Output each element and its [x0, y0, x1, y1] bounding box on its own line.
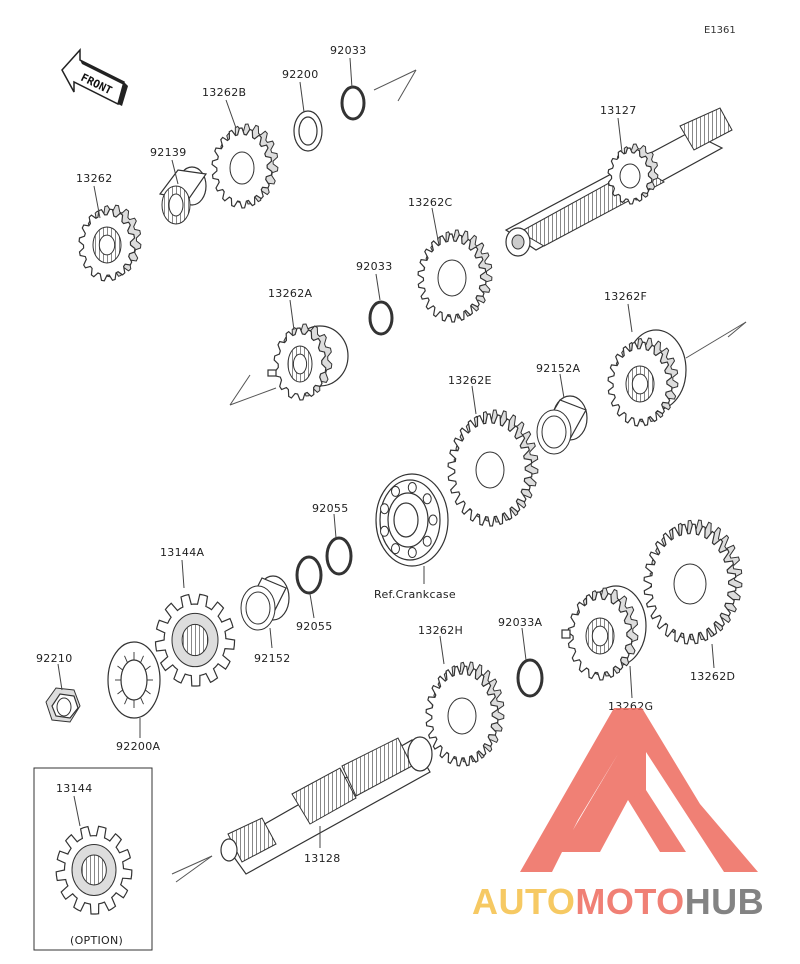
label-92139: 92139: [150, 146, 187, 159]
label-13262: 13262: [76, 172, 113, 185]
watermark-logo-icon: [520, 708, 758, 872]
label-13127: 13127: [600, 104, 637, 117]
gear-13262A: [267, 323, 349, 401]
watermark-word-hub: HUB: [685, 881, 765, 922]
label-13262E: 13262E: [448, 374, 492, 387]
watermark-text: AUTOMOTOHUB: [472, 881, 764, 922]
label-ref-crankcase: Ref.Crankcase: [374, 588, 456, 601]
label-92033-top: 92033: [330, 44, 367, 57]
washer-92200: [293, 110, 323, 152]
gear-13262H: [425, 661, 505, 767]
washer-92200A: [107, 641, 161, 719]
gear-13262B: [211, 123, 279, 209]
gear-13262: [78, 204, 142, 282]
label-13262D: 13262D: [690, 670, 735, 683]
label-13262F: 13262F: [604, 290, 647, 303]
circlip-92033A: [516, 658, 544, 698]
label-92152: 92152: [254, 652, 291, 665]
collar-92152: [240, 575, 290, 631]
oring-92055-b: [295, 555, 323, 595]
gear-13262G: [561, 585, 647, 681]
label-92055-a: 92055: [312, 502, 349, 515]
label-13262C: 13262C: [408, 196, 452, 209]
label-92200A: 92200A: [116, 740, 160, 753]
circlip-92033-mid: [368, 300, 394, 336]
labels: 13262 92139 13262B 92200 92033 13127 132…: [36, 44, 735, 865]
watermark-word-moto: MOTO: [575, 881, 684, 922]
sprocket-13144A: [154, 593, 236, 687]
label-92055-b: 92055: [296, 620, 333, 633]
bearing-ref-crankcase: [375, 473, 449, 567]
gear-13262E: [447, 409, 539, 527]
circlip-92033-top: [340, 85, 366, 121]
oring-92055-a: [325, 536, 353, 576]
label-13144: 13144: [56, 782, 93, 795]
shaft-13127: [504, 107, 733, 257]
gear-13262C: [417, 229, 493, 323]
label-13144A: 13144A: [160, 546, 204, 559]
option-label: (OPTION): [70, 934, 123, 947]
automotohub-watermark: AUTOMOTOHUB: [472, 708, 764, 922]
label-92033A: 92033A: [498, 616, 542, 629]
label-13262A: 13262A: [268, 287, 312, 300]
label-92033-mid: 92033: [356, 260, 393, 273]
label-92200: 92200: [282, 68, 319, 81]
bearing-92139: [158, 166, 208, 225]
diagram-code: E1361: [704, 25, 736, 36]
option-box: (OPTION): [33, 767, 153, 951]
gear-13262D: [643, 519, 743, 645]
label-13128: 13128: [304, 852, 341, 865]
shaft-13128: [220, 736, 433, 875]
label-92152A: 92152A: [536, 362, 580, 375]
nut-92210: [45, 687, 81, 723]
watermark-word-auto: AUTO: [472, 881, 575, 922]
label-13262B: 13262B: [202, 86, 246, 99]
label-92210: 92210: [36, 652, 73, 665]
front-arrow-icon: FRONT: [61, 48, 128, 106]
collar-92152A: [536, 395, 588, 455]
label-13262H: 13262H: [418, 624, 463, 637]
gear-13262F: [607, 329, 687, 427]
